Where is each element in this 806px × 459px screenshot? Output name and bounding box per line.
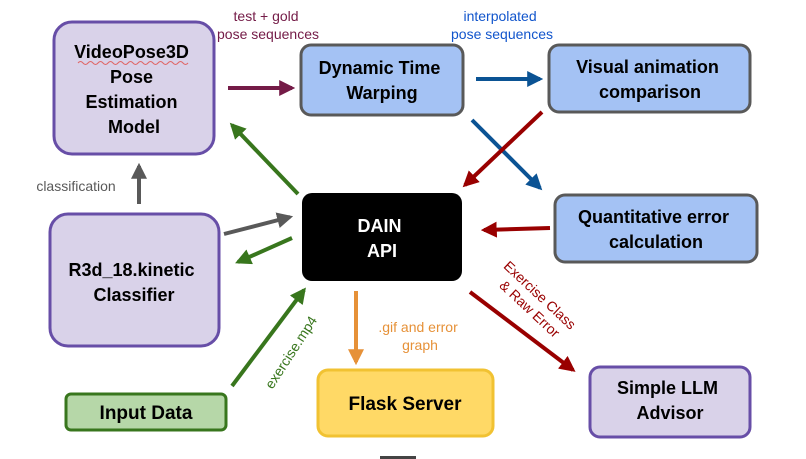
edge-label-exercise-mp4: exercise.mp4 bbox=[261, 313, 320, 392]
bottom-edge-mark bbox=[380, 456, 416, 459]
node-dtw-line: Dynamic Time bbox=[319, 58, 441, 78]
edge-label-line: pose sequences bbox=[217, 26, 319, 42]
node-videopose-line: Model bbox=[108, 117, 160, 137]
edge-label-interpolated: interpolated pose sequences bbox=[451, 8, 553, 42]
svg-text:VideoPose3D Pose E: VideoPose3D Pose Estimation Model bbox=[74, 42, 194, 137]
node-videopose: VideoPose3D Pose Estimation Model bbox=[52, 20, 216, 156]
arrow-dain-to-videopose bbox=[229, 122, 300, 196]
node-quant: Quantitative error calculation bbox=[553, 193, 759, 264]
edge-label-line: pose sequences bbox=[451, 26, 553, 42]
svg-text:Flask Server: Flask Server bbox=[348, 394, 462, 415]
node-llm-line: Advisor bbox=[636, 403, 703, 423]
edge-label-line: test + gold bbox=[234, 8, 299, 24]
edge-label-line: .gif and error bbox=[378, 319, 458, 335]
edge-label-gif-error: .gif and error graph bbox=[378, 319, 461, 353]
node-dtw-line: Warping bbox=[346, 83, 417, 103]
svg-text:Input Data: Input Data bbox=[100, 403, 193, 424]
node-dain-line: API bbox=[367, 241, 397, 261]
node-visual: Visual animation comparison bbox=[547, 43, 752, 114]
node-videopose-line: VideoPose3D bbox=[74, 42, 189, 62]
node-llm-line: Simple LLM bbox=[617, 378, 718, 398]
node-input: Input Data bbox=[64, 392, 228, 432]
svg-text:Simple LLM Advisor: Simple LLM Advisor bbox=[617, 378, 723, 423]
node-quant-line: calculation bbox=[609, 232, 703, 252]
edge-label-exercise-class: Exercise Class & Raw Error bbox=[489, 258, 582, 348]
arrow-input-to-dain bbox=[230, 287, 306, 388]
node-flask: Flask Server bbox=[316, 368, 495, 438]
arrow-dtw-to-quant bbox=[470, 118, 543, 191]
node-dain-line: DAIN bbox=[357, 216, 401, 236]
arrow-dain-to-r3d bbox=[235, 236, 293, 265]
arrow-quant-to-dain bbox=[480, 221, 551, 238]
node-dtw: Dynamic Time Warping bbox=[299, 43, 465, 117]
edge-label-line: graph bbox=[402, 337, 438, 353]
svg-text:Visual animation compari: Visual animation comparison bbox=[576, 57, 724, 102]
node-r3d-line: Classifier bbox=[93, 285, 174, 305]
node-visual-line: comparison bbox=[599, 82, 701, 102]
edge-label-classification: classification bbox=[36, 178, 115, 194]
node-flask-line: Flask Server bbox=[348, 394, 462, 415]
edge-label-line: exercise.mp4 bbox=[261, 313, 320, 392]
svg-text:R3d_18.kinetic Classifie: R3d_18.kinetic Classifier bbox=[68, 260, 199, 305]
arrow-dain-to-llm bbox=[468, 290, 576, 372]
svg-text:Quantitative error calcu: Quantitative error calculation bbox=[578, 207, 734, 252]
svg-text:Dynamic Time Warping: Dynamic Time Warping bbox=[319, 58, 446, 103]
node-dain: DAIN API bbox=[302, 193, 462, 281]
node-r3d-line: R3d_18.kinetic bbox=[68, 260, 194, 280]
edge-label-line: interpolated bbox=[463, 8, 536, 24]
node-videopose-line: Estimation bbox=[85, 92, 177, 112]
node-visual-line: Visual animation bbox=[576, 57, 719, 77]
arrow-visual-to-dain bbox=[462, 110, 544, 188]
svg-text:DAIN API: DAIN API bbox=[357, 216, 406, 261]
node-r3d: R3d_18.kinetic Classifier bbox=[48, 212, 221, 348]
arrow-r3d-to-dain bbox=[223, 212, 294, 236]
node-llm: Simple LLM Advisor bbox=[588, 365, 752, 439]
node-quant-line: Quantitative error bbox=[578, 207, 729, 227]
node-videopose-line: Pose bbox=[110, 67, 153, 87]
edge-label-test-gold: test + gold pose sequences bbox=[217, 8, 319, 42]
spellcheck-underline bbox=[77, 61, 189, 65]
node-input-line: Input Data bbox=[100, 403, 193, 424]
edge-label-line: classification bbox=[36, 178, 115, 194]
